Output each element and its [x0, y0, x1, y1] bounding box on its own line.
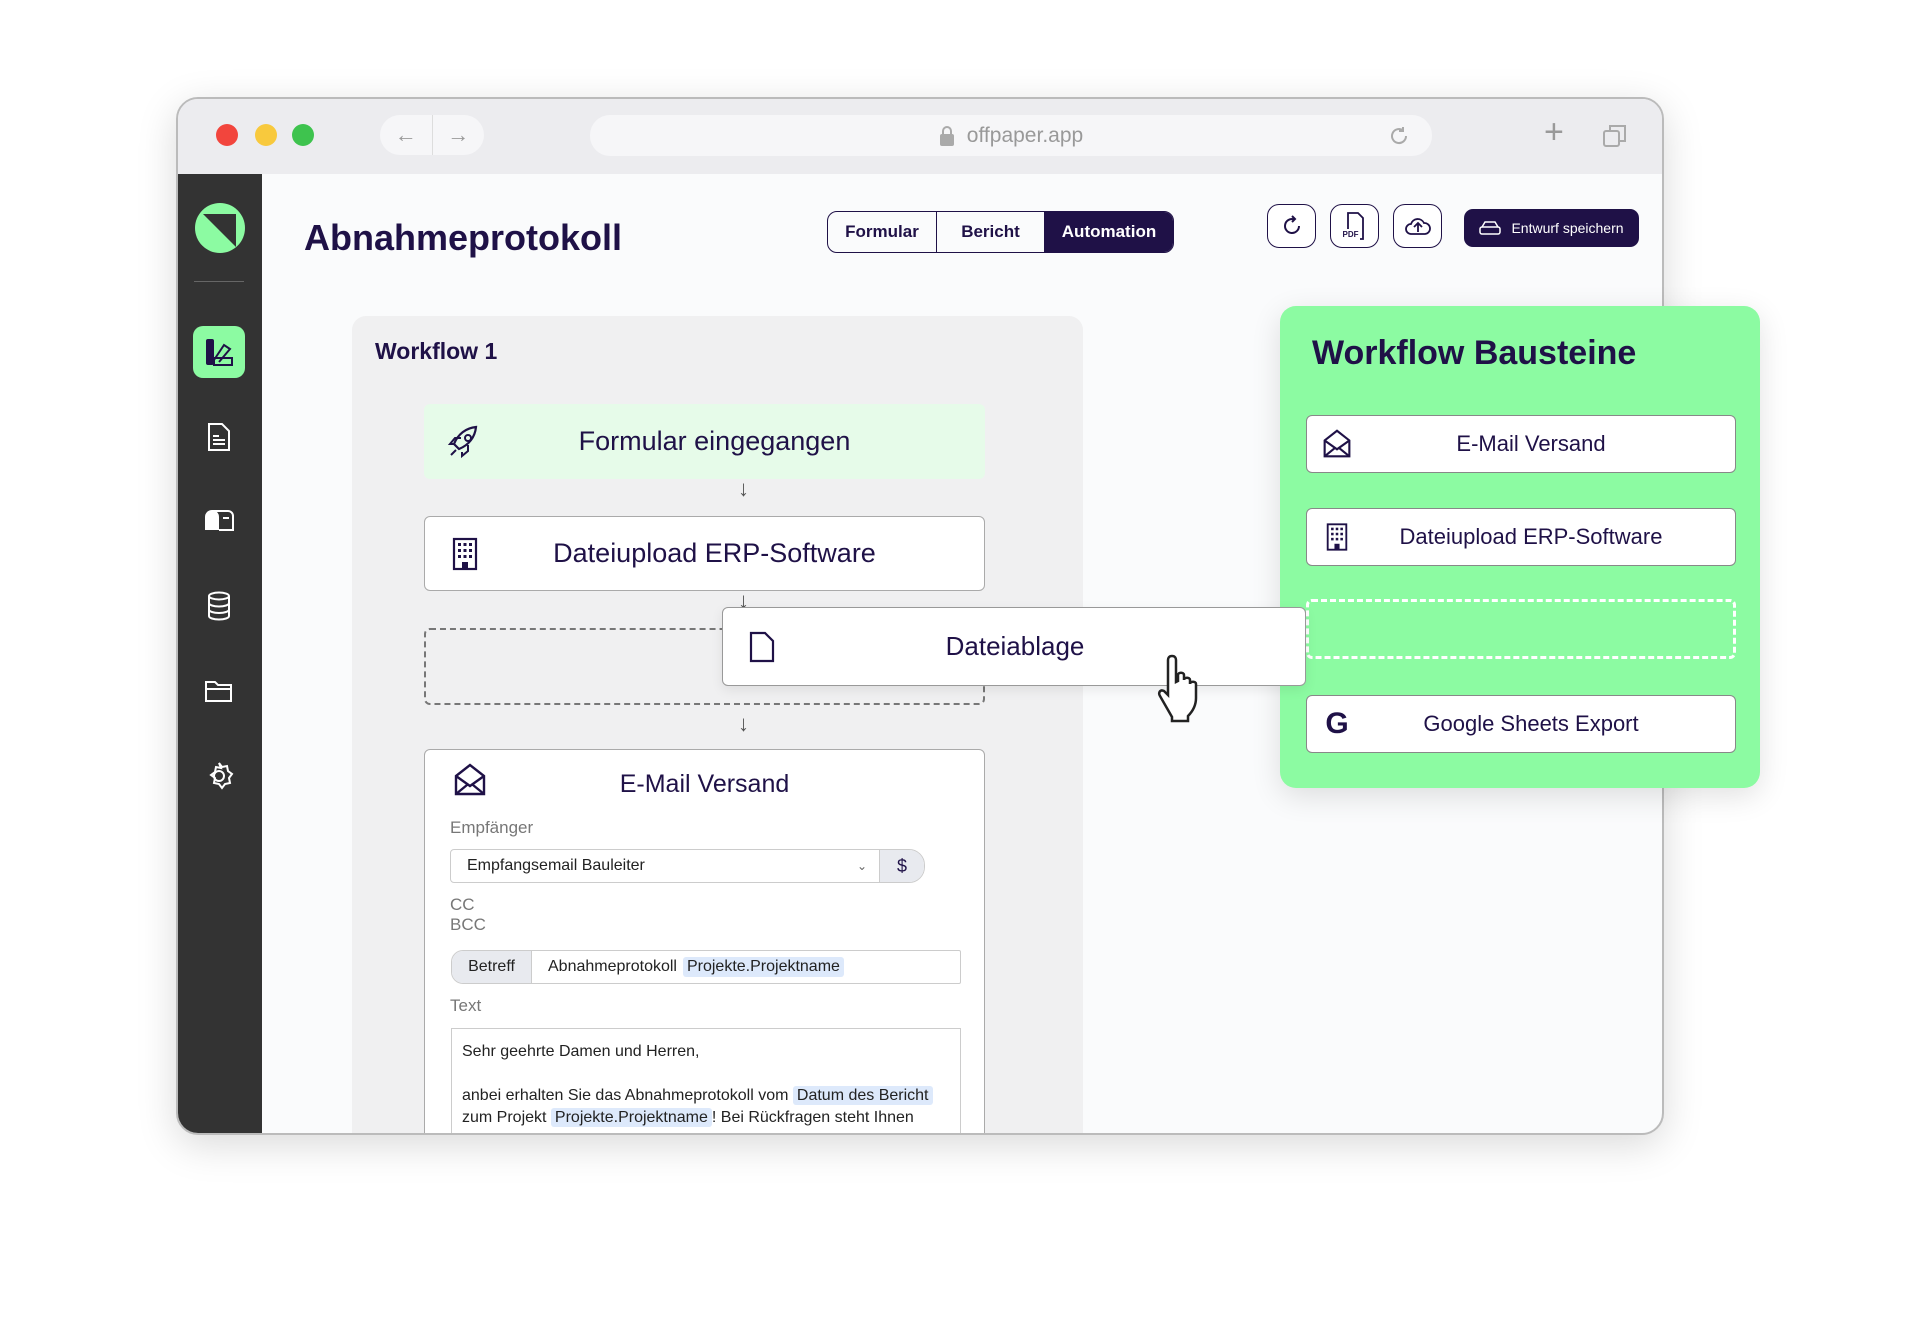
- subject-field[interactable]: Betreff Abnahmeprotokoll Projekte.Projekt…: [451, 950, 961, 984]
- sidebar-item-reports[interactable]: [193, 411, 245, 463]
- body-line: anbei erhalten Sie das Abnahmeprotokoll …: [462, 1087, 789, 1104]
- refresh-button[interactable]: [1267, 204, 1316, 248]
- pdf-label: PDF: [1342, 230, 1359, 239]
- email-step-title: E-Mail Versand: [619, 770, 790, 798]
- baustein-label: Google Sheets Export: [1423, 711, 1639, 736]
- nav-buttons: ← →: [380, 115, 484, 155]
- baustein-erp-upload[interactable]: Dateiupload ERP-Software: [1306, 508, 1736, 566]
- arrow-down-icon: ↓: [738, 588, 749, 613]
- subject-text: Abnahmeprotokoll: [548, 958, 677, 975]
- cc-field[interactable]: CC: [450, 895, 475, 914]
- file-icon: [749, 631, 775, 662]
- sidebar-divider: [194, 281, 244, 282]
- arrow-down-icon: ↓: [738, 711, 749, 736]
- sidebar-item-settings[interactable]: [193, 750, 245, 802]
- url-text: offpaper.app: [966, 123, 1084, 147]
- step-erp-label: Dateiupload ERP-Software: [553, 538, 876, 568]
- sidebar-item-database[interactable]: [193, 580, 245, 632]
- body-variable-chip[interactable]: Datum des Bericht: [792, 1086, 933, 1105]
- save-draft-label: Entwurf speichern: [1511, 220, 1624, 236]
- body-line: ! Bei Rückfragen steht Ihnen: [711, 1109, 914, 1126]
- reload-icon[interactable]: [1388, 125, 1410, 147]
- pdf-icon: PDF: [1342, 211, 1367, 241]
- mailbox-icon: [205, 510, 234, 531]
- plus-icon[interactable]: +: [1544, 113, 1564, 151]
- sidebar: [178, 174, 262, 1133]
- maximize-window-button[interactable]: [292, 124, 314, 146]
- save-draft-button[interactable]: Entwurf speichern: [1464, 209, 1639, 247]
- recipient-label: Empfänger: [450, 818, 534, 837]
- body-line: Sehr geehrte Damen und Herren,: [462, 1043, 700, 1060]
- document-icon: [208, 423, 230, 451]
- email-body-textarea[interactable]: Sehr geehrte Damen und Herren, anbei erh…: [451, 1028, 961, 1133]
- envelope-icon: [1323, 429, 1351, 458]
- arrow-right-icon[interactable]: →: [447, 122, 470, 147]
- variable-button[interactable]: $: [879, 850, 924, 882]
- chevron-down-icon: ⌄: [856, 859, 867, 873]
- baustein-label: E-Mail Versand: [1456, 431, 1606, 456]
- refresh-icon: [1283, 215, 1300, 234]
- browser-titlebar: ← → offpaper.app +: [178, 99, 1662, 174]
- email-step-card[interactable]: E-Mail Versand Empfänger Empfangsemail B…: [424, 749, 985, 1133]
- pdf-button[interactable]: PDF: [1330, 204, 1379, 248]
- arrow-down-icon: ↓: [738, 476, 749, 501]
- hand-cursor-icon: [1157, 654, 1198, 723]
- workflow-title: Workflow 1: [375, 338, 498, 364]
- view-tabs: Formular Bericht Automation: [827, 211, 1174, 253]
- subject-label: Betreff: [452, 951, 532, 983]
- page-title: Abnahmeprotokoll: [304, 217, 623, 258]
- gear-icon: [209, 762, 234, 790]
- recipient-value: Empfangsemail Bauleiter: [467, 857, 645, 874]
- close-window-button[interactable]: [216, 124, 238, 146]
- browser-window: ← → offpaper.app + Abnahm: [176, 97, 1664, 1135]
- copy-icon[interactable]: [1602, 123, 1628, 149]
- bcc-field[interactable]: BCC: [450, 915, 486, 934]
- building-icon: [452, 537, 478, 570]
- subject-variable-chip[interactable]: Projekte.Projektname: [682, 957, 844, 977]
- logo[interactable]: [194, 202, 246, 254]
- envelope-icon: [454, 763, 486, 796]
- baustein-email[interactable]: E-Mail Versand: [1306, 415, 1736, 473]
- dragged-step-dateiablage[interactable]: Dateiablage: [722, 607, 1306, 686]
- dragged-step-label: Dateiablage: [945, 631, 1085, 661]
- baustein-label: Dateiupload ERP-Software: [1399, 524, 1663, 549]
- step-erp-upload[interactable]: Dateiupload ERP-Software: [424, 516, 985, 591]
- drive-icon: [1479, 221, 1502, 235]
- trigger-step[interactable]: Formular eingegangen: [424, 404, 985, 479]
- body-line: zum Projekt: [462, 1109, 547, 1126]
- building-icon: [1326, 523, 1348, 551]
- tab-formular[interactable]: Formular: [828, 212, 937, 252]
- minimize-window-button[interactable]: [255, 124, 277, 146]
- database-icon: [208, 591, 230, 621]
- trigger-label: Formular eingegangen: [578, 426, 851, 456]
- workflow-bausteine-panel: Workflow Bausteine E-Mail Versand Dateiu…: [1280, 306, 1760, 788]
- arrow-left-icon[interactable]: ←: [380, 115, 433, 155]
- body-variable-chip[interactable]: Projekte.Projektname: [550, 1108, 712, 1127]
- sidebar-item-files[interactable]: [193, 665, 245, 717]
- swatch-icon: [206, 339, 233, 366]
- cloud-upload-icon: [1404, 218, 1431, 235]
- tab-bericht[interactable]: Bericht: [937, 212, 1045, 252]
- sidebar-item-editor[interactable]: [193, 326, 245, 378]
- lock-icon: [939, 125, 954, 146]
- rocket-icon: [447, 425, 478, 458]
- baustein-google-sheets[interactable]: G Google Sheets Export: [1306, 695, 1736, 753]
- google-icon: G: [1325, 707, 1349, 740]
- address-bar[interactable]: offpaper.app: [590, 115, 1432, 156]
- empty-slot: [1306, 599, 1736, 659]
- tab-automation[interactable]: Automation: [1045, 212, 1173, 252]
- bausteine-title: Workflow Bausteine: [1312, 334, 1637, 372]
- folder-icon: [205, 681, 232, 702]
- recipient-select[interactable]: Empfangsemail Bauleiter ⌄ $: [450, 849, 925, 883]
- text-label: Text: [450, 996, 482, 1015]
- workflow-panel: Workflow 1 Formular eingegangen ↓ Dateiu…: [352, 316, 1083, 1133]
- upload-button[interactable]: [1393, 204, 1442, 248]
- sidebar-item-inbox[interactable]: [193, 494, 245, 546]
